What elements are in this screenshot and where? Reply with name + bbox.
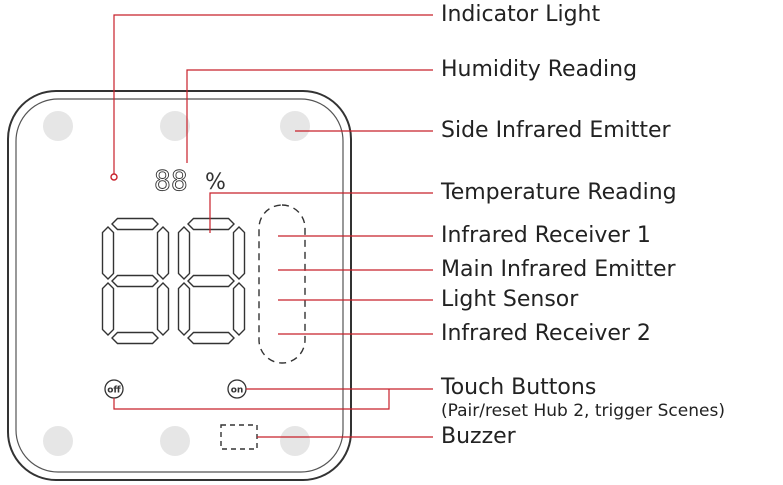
buzzer-box [220,424,258,450]
label-side-infrared-emitter: Side Infrared Emitter [441,118,671,143]
label-infrared-receiver-2: Infrared Receiver 2 [441,321,651,346]
segment-e [101,282,115,336]
button-off[interactable]: off [104,379,124,399]
pad-side-infrared-emitter [280,111,310,141]
label-touch-buttons-note: (Pair/reset Hub 2, trigger Scenes) [441,401,725,421]
leader-lines [113,14,433,438]
leader-temperature-reading [209,192,433,233]
segment-g [187,274,235,288]
device-inner-outline [15,98,344,473]
label-buzzer: Buzzer [441,424,516,449]
segment-d [111,331,159,345]
segment-d [187,331,235,345]
segment-f [177,226,191,280]
humidity-display: 88 % [154,164,226,198]
segment-e [177,282,191,336]
humidity-unit: % [205,170,226,195]
label-indicator-light: Indicator Light [441,2,601,27]
button-off-label: off [107,386,121,396]
segment-c [156,282,170,336]
corner-pads [43,111,310,456]
label-main-infrared-emitter: Main Infrared Emitter [441,257,676,282]
pad-top-middle [160,111,190,141]
segment-a [187,217,235,231]
segment-f [101,226,115,280]
label-light-sensor: Light Sensor [441,287,579,312]
pad-bottom-middle [160,426,190,456]
indicator-light-dot [110,173,118,181]
label-temperature-reading: Temperature Reading [441,180,677,205]
label-humidity-reading: Humidity Reading [441,57,638,82]
temperature-digit [177,217,246,345]
segment-a [111,217,159,231]
device-outer-outline [7,90,352,481]
button-on[interactable]: on [227,379,247,399]
sensor-window [258,204,306,364]
label-infrared-receiver-1: Infrared Receiver 1 [441,223,651,248]
pad-bottom-right [280,426,310,456]
segment-b [156,226,170,280]
segment-c [232,282,246,336]
humidity-digits: 88 [154,164,188,197]
leader-indicator-light [113,14,433,174]
temperature-digit [101,217,170,345]
temperature-display [101,217,246,345]
button-on-label: on [231,386,244,396]
device-body [7,90,352,481]
pad-bottom-left [43,426,73,456]
leader-touch-button-off [113,389,390,410]
label-touch-buttons: Touch Buttons [441,375,597,400]
segment-g [111,274,159,288]
leader-humidity-reading [186,69,433,163]
segment-b [232,226,246,280]
pad-top-left [43,111,73,141]
